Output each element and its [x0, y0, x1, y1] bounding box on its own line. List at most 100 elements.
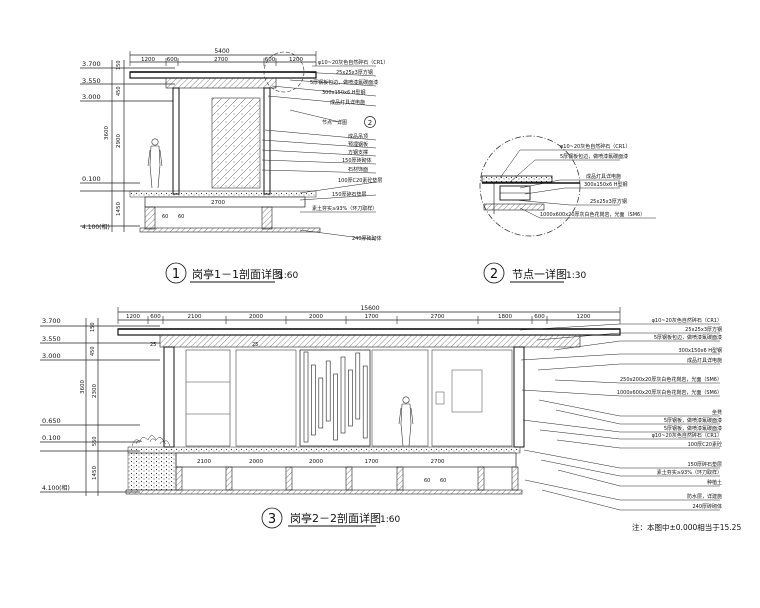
d2-note-6: 1000x600x20厚灰白色花岗岩，光面（SM6） — [540, 211, 645, 218]
d3-note-17: 240厚砖砌体 — [692, 503, 722, 510]
d3-note-2: 25x25x3厚方钢 — [685, 326, 722, 333]
d3-dim-6: 1700 — [365, 314, 379, 320]
d3-dim-9: 600 — [534, 314, 545, 320]
d3-dim-3: 2100 — [188, 314, 202, 320]
d1-dim-3: 2700 — [214, 57, 228, 63]
d3-level-2: 3.550 — [42, 335, 61, 343]
d1-level-4: 0.100 — [82, 175, 101, 183]
d3-scale: 1:60 — [380, 515, 400, 525]
d1-dim-4: 600 — [265, 57, 276, 63]
d1-note-13: 150厚碎石垫层 — [332, 191, 367, 198]
d3-note-3: 5厚钢板包边，做喷漆氟碳面漆 — [654, 334, 722, 341]
d3-note-15: 种植土 — [707, 479, 722, 486]
detail-2-node: φ10~20灰色自然碎石（CR1） 5厚钢板包边，做喷漆氟碳面漆 成品灯具详电施… — [479, 135, 656, 284]
d3-note-4: 300x150x6 H型钢 — [678, 347, 722, 354]
d1-level-3: 3.000 — [82, 93, 101, 101]
d1-title: 岗亭1－1剖面详图 — [192, 267, 283, 281]
d1-note-9: 方钢支撑 — [348, 149, 368, 156]
d1-total-dim: 5400 — [214, 48, 229, 55]
d1-vdim-1: 150 — [116, 60, 122, 70]
detail-3-section: 15600 1200 600 2100 2000 2000 1700 2700 1800 60 0… — [40, 305, 722, 529]
footnote: 注：本图中±0.000相当于15.25 — [632, 522, 741, 532]
d1-dim-5: 1200 — [289, 57, 303, 63]
d1-person-figure — [147, 138, 163, 189]
d3-bottom-dim-1: 2100 — [197, 459, 211, 465]
d3-title: 岗亭2－2剖面详图 — [290, 511, 381, 525]
d1-note-3: 5厚钢板包边，做喷漆氟碳面漆 — [310, 79, 378, 86]
d3-person-figure — [398, 396, 414, 447]
d3-bottom-dim-3: 2000 — [309, 459, 323, 465]
d3-note-16: 防水层，详建施 — [687, 493, 722, 500]
d3-vdim-4: 2300 — [92, 384, 98, 398]
d2-note-1: φ10~20灰色自然碎石（CR1） — [560, 143, 630, 150]
d3-tag-left: 25 — [150, 342, 156, 348]
d3-level-5: 0.100 — [42, 434, 61, 442]
d1-level-2: 3.550 — [82, 77, 101, 85]
d3-note-10: 5厚钢板，做喷漆氟碳面漆 — [664, 425, 722, 432]
d1-dim-1: 1200 — [141, 57, 155, 63]
d3-total-dim: 15600 — [360, 305, 379, 312]
d1-note-5: 成品灯具详电施 — [330, 99, 365, 106]
d3-tag-mid: 25 — [252, 342, 258, 348]
d3-feature-slats — [303, 351, 368, 443]
d1-note-8: 预埋钢板 — [348, 141, 368, 148]
d3-note-12: 100厚C20素砼 — [688, 441, 722, 448]
d2-note-2: 5厚钢板包边，做喷漆氟碳面漆 — [560, 153, 628, 160]
d3-dim-10: 1200 — [577, 314, 591, 320]
d3-bottom-dim-4: 1700 — [365, 459, 379, 465]
d2-note-5: 25x25x3厚方钢 — [590, 198, 627, 205]
d1-level-1: 3.700 — [82, 60, 101, 68]
d1-vdim-2: 450 — [116, 86, 122, 96]
d3-dim-7: 2700 — [431, 314, 445, 320]
d2-note-4: 300x150x6 H型钢 — [584, 181, 628, 188]
d1-node-ref: 2 — [368, 119, 372, 127]
d3-note-13: 150厚碎石垫层 — [687, 461, 722, 468]
d1-small-dim-1: 60 — [162, 214, 168, 220]
d3-bottom-dim-5: 2700 — [431, 459, 445, 465]
d3-bottom-dim-2: 2000 — [249, 459, 263, 465]
d3-title-number: 3 — [268, 512, 276, 527]
d3-note-11: φ10~20灰色自然碎石（CR1） — [652, 432, 722, 439]
d3-small-dim-2: 60 — [440, 478, 446, 484]
d3-dim-1: 1200 — [126, 314, 140, 320]
d3-dim-4: 2000 — [249, 314, 263, 320]
d3-level-1: 3.700 — [42, 317, 61, 325]
d3-vdim-2: 450 — [90, 346, 96, 356]
d1-dim-2: 600 — [167, 57, 178, 63]
d1-dim-bottom: 2700 — [211, 200, 225, 206]
d3-note-1: φ10~20灰色自然碎石（CR1） — [652, 317, 722, 324]
d3-dim-8: 1800 — [498, 314, 512, 320]
d1-note-6: 节点一详图 — [322, 119, 347, 126]
d3-vdim-6: 1450 — [92, 466, 98, 480]
d2-note-3: 成品灯具详电施 — [586, 173, 621, 180]
d1-note-12: 100厚C20素砼垫层 — [338, 177, 382, 184]
d1-title-number: 1 — [172, 267, 180, 282]
d1-small-dim-2: 60 — [178, 214, 184, 220]
d1-scale: 1:60 — [278, 271, 298, 281]
d3-vdim-3: 3600 — [80, 380, 86, 394]
d2-scale: 1:30 — [566, 271, 586, 281]
d3-note-6: 250x200x20厚灰白色花岗岩，光面（SM6） — [620, 376, 722, 383]
d1-note-11: 石材饰面 — [348, 166, 368, 173]
d3-dim-5: 2000 — [309, 314, 323, 320]
d3-note-5: 成品灯具详电施 — [687, 357, 722, 364]
d3-vdim-1: 150 — [90, 322, 96, 332]
d3-note-9: 5厚钢板，做喷漆氟碳面漆 — [664, 417, 722, 424]
d3-note-14: 素土夯实≥93%（环刀取样） — [657, 469, 722, 476]
d3-note-7: 1000x600x20厚灰白色花岗岩，光面（SM6） — [617, 389, 722, 396]
d3-small-dim-1: 60 — [424, 478, 430, 484]
d1-note-1: φ10~20灰色自然碎石（CR1） — [318, 59, 388, 66]
d3-shrub-planting — [131, 435, 171, 447]
d3-level-marks — [40, 318, 160, 496]
detail-1-section: 5400 1200 600 2700 600 1200 3.700 3.550 … — [80, 48, 388, 284]
d3-level-4: 0.650 — [42, 417, 61, 425]
d1-vdim-3: 3600 — [104, 126, 110, 140]
d1-level-6: 4.100(相) — [82, 223, 110, 231]
d3-vdim-5: 550 — [92, 436, 98, 446]
d1-vdim-5: 1450 — [116, 202, 122, 216]
d1-note-14: 素土夯实≥93%（环刀取样） — [312, 205, 377, 212]
d1-note-10: 150厚砖砌体 — [342, 157, 372, 164]
d1-vdim-4: 2900 — [116, 134, 122, 148]
d2-title-number: 2 — [490, 267, 498, 282]
